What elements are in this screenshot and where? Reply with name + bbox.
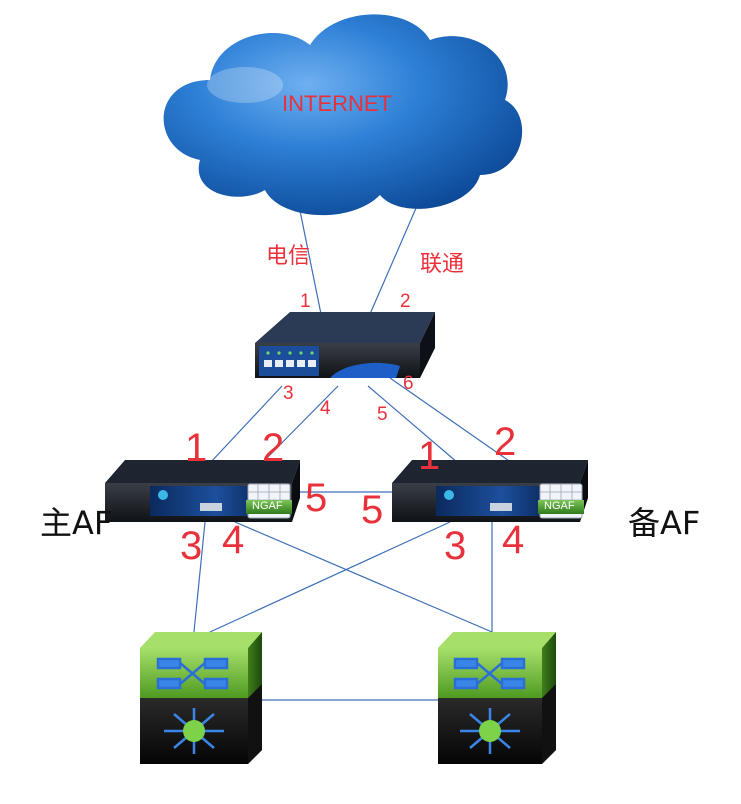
backup-af-port-2: 2 [494,420,517,464]
backup-af-port-4: 4 [502,518,525,562]
link-router4-main2 [261,385,339,464]
backup-af-port-3: 3 [444,524,467,568]
core-switch-right-icon [438,632,556,764]
router-port-5: 5 [377,404,388,425]
router-icon [255,312,435,378]
backup-af-device-icon [392,460,588,522]
link-router5-backup1 [367,385,459,464]
router-port-2: 2 [400,291,411,312]
isp-telecom-label: 电信 [266,244,311,269]
links [193,175,513,701]
main-af-ngaf-badge [246,483,292,519]
main-af-name: 主AF [40,504,113,542]
main-af-badge-text: NGAF [252,500,283,512]
link-telecom [296,195,322,315]
backup-af-badge-text: NGAF [544,500,575,512]
main-af-port-2: 2 [262,426,285,470]
backup-af-ngaf-badge [538,483,584,519]
backup-af-port-5: 5 [361,488,384,532]
router-port-4: 4 [320,398,331,419]
cloud-label: INTERNET [282,91,392,116]
backup-af-name: 备AF [628,504,701,542]
link-backup3-switch1 [209,521,451,633]
link-main4-switch2 [234,521,493,633]
main-af-port-4: 4 [222,518,245,562]
link-router6-backup2 [389,377,513,464]
main-af-device-icon [105,460,300,522]
backup-af-port-1: 1 [418,434,441,478]
link-main3-switch1 [193,521,206,633]
isp-unicom-label: 联通 [420,252,465,277]
main-af-port-1: 1 [185,426,208,470]
core-switch-left-icon [140,632,262,764]
link-router3-main1 [209,385,283,464]
main-af-port-3: 3 [180,524,203,568]
internet-cloud-icon [163,14,523,216]
main-af-port-5: 5 [305,476,328,520]
router-port-3: 3 [283,383,294,404]
router-port-1: 1 [300,291,311,312]
router-port-6: 6 [403,373,414,394]
